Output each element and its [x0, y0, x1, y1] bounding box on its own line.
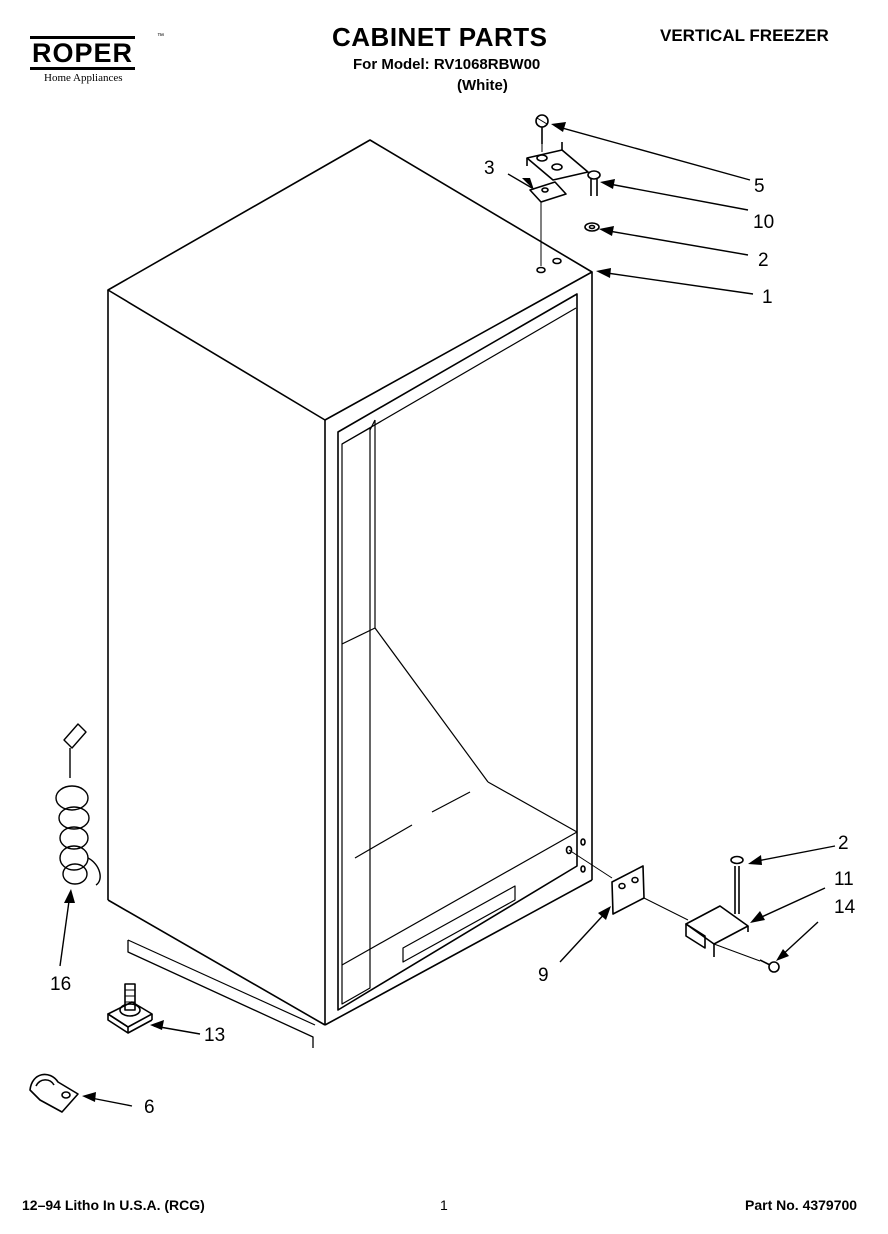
cord-clamp — [29, 1073, 79, 1113]
callout-1: 1 — [762, 287, 773, 308]
callout-9: 9 — [538, 965, 549, 986]
callout-14: 14 — [834, 897, 856, 918]
callout-5: 5 — [754, 176, 765, 197]
product-category: VERTICAL FREEZER — [660, 26, 829, 45]
callout-13: 13 — [204, 1025, 226, 1046]
brand-tagline: Home Appliances — [44, 72, 123, 84]
color-line: (White) — [457, 77, 508, 94]
leveling-leg — [107, 983, 153, 1034]
callout-11: 11 — [834, 869, 854, 890]
callout-6: 6 — [144, 1097, 155, 1118]
callout-2-top: 2 — [758, 250, 769, 271]
page-title: CABINET PARTS — [332, 22, 548, 52]
callout-10: 10 — [753, 212, 775, 233]
arrowheads — [64, 122, 789, 1102]
power-cord — [55, 723, 101, 886]
top-hinge-assembly — [526, 114, 601, 266]
trademark-mark: ™ — [157, 33, 164, 40]
model-line: For Model: RV1068RBW00 — [353, 56, 541, 73]
brand-logo: ROPER — [30, 36, 136, 70]
print-info: 12–94 Litho In U.S.A. (RCG) — [22, 1197, 205, 1213]
bottom-hinge-assembly — [568, 849, 780, 973]
cabinet-body — [107, 139, 593, 1048]
callout-16: 16 — [50, 974, 72, 995]
part-number: Part No. 4379700 — [745, 1197, 858, 1213]
callout-3: 3 — [484, 158, 495, 179]
callout-2-bottom: 2 — [838, 833, 849, 854]
page-number: 1 — [440, 1197, 448, 1213]
